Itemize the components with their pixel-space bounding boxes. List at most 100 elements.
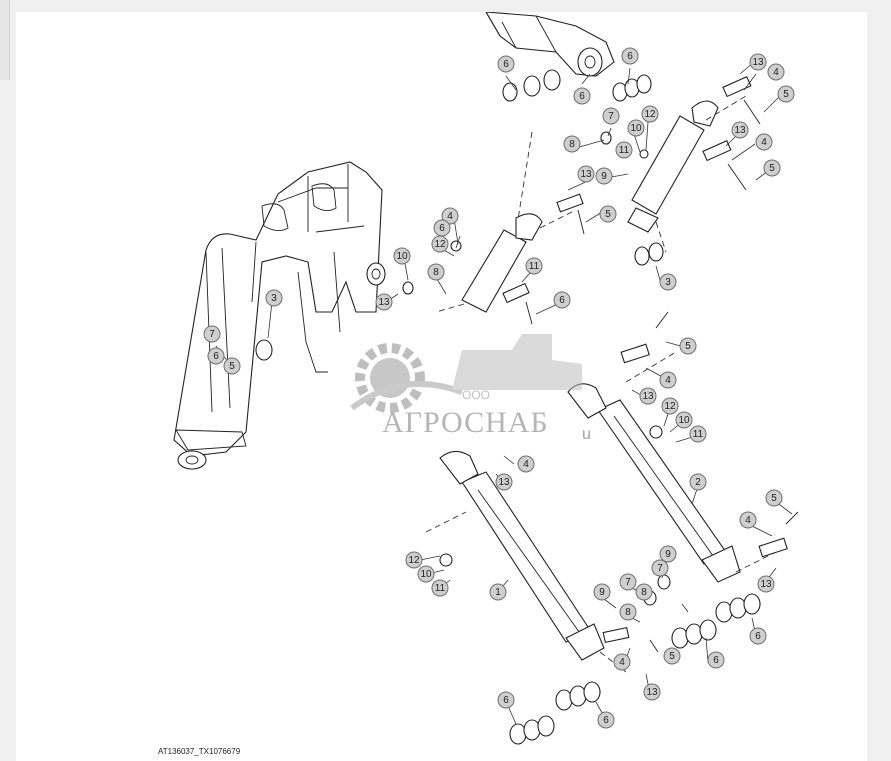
callout-circle	[635, 583, 653, 601]
callout-label: 6	[627, 51, 633, 62]
callout-label: 13	[378, 297, 390, 308]
callout-circle	[659, 273, 677, 291]
callout-13: 13	[757, 575, 775, 593]
callout-label: 8	[641, 587, 647, 598]
callout-label: 10	[396, 251, 408, 262]
callout-label: 12	[434, 239, 446, 250]
callout-circle	[489, 583, 507, 601]
callout-label: 4	[523, 459, 529, 470]
callout-circle	[767, 63, 785, 81]
callout-label: 13	[498, 477, 510, 488]
callout-label: 11	[529, 261, 540, 272]
callout-circle	[563, 135, 581, 153]
callout-13: 13	[375, 293, 393, 311]
callout-circle	[393, 247, 411, 265]
callout-label: 5	[783, 89, 789, 100]
callout-label: 13	[752, 57, 764, 68]
callout-label: 11	[619, 145, 630, 156]
callout-label: 7	[657, 563, 663, 574]
callout-circle	[663, 647, 681, 665]
callout-2: 2	[689, 473, 707, 491]
callout-11: 11	[431, 579, 449, 597]
callout-5: 5	[777, 85, 795, 103]
callout-label: 5	[771, 493, 777, 504]
callout-circle	[757, 575, 775, 593]
callout-label: 4	[761, 137, 767, 148]
callout-12: 12	[641, 105, 659, 123]
callout-4: 4	[739, 511, 757, 529]
callout-label: 5	[769, 163, 775, 174]
callout-10: 10	[417, 565, 435, 583]
callout-11: 11	[689, 425, 707, 443]
callout-6: 6	[497, 55, 515, 73]
callout-label: 5	[229, 361, 235, 372]
callout-circle	[763, 159, 781, 177]
callout-5: 5	[679, 337, 697, 355]
callout-circle	[707, 651, 725, 669]
callout-13: 13	[643, 683, 661, 701]
callout-label: 5	[669, 651, 675, 662]
callout-6: 6	[433, 219, 451, 237]
callout-4: 4	[659, 371, 677, 389]
tractor-logo-icon	[452, 334, 582, 390]
callout-circle	[573, 87, 591, 105]
callout-label: 7	[209, 329, 215, 340]
callout-circle	[431, 235, 449, 253]
callout-label: 6	[603, 715, 609, 726]
callout-13: 13	[749, 53, 767, 71]
callout-circle	[689, 473, 707, 491]
callout-label: 3	[665, 277, 671, 288]
callout-6: 6	[597, 711, 615, 729]
callout-6: 6	[707, 651, 725, 669]
callout-label: 13	[646, 687, 658, 698]
callout-circle	[597, 711, 615, 729]
callout-label: 4	[773, 67, 779, 78]
callout-label: 4	[665, 375, 671, 386]
callout-9: 9	[595, 167, 613, 185]
callout-label: 7	[608, 111, 614, 122]
callout-label: 7	[625, 577, 631, 588]
callout-label: 4	[619, 657, 625, 668]
callout-circle	[613, 653, 631, 671]
watermark-company-name: АГРОСНАБ	[382, 406, 549, 439]
callout-label: 8	[433, 267, 439, 278]
pins-and-bolts-upper	[402, 76, 761, 325]
callout-circle	[659, 545, 677, 563]
callout-circle	[661, 397, 679, 415]
callout-circle	[777, 85, 795, 103]
callout-circle	[405, 551, 423, 569]
callout-10: 10	[393, 247, 411, 265]
callout-label: 6	[755, 631, 761, 642]
cylinder-2	[567, 351, 777, 583]
callout-label: 13	[642, 391, 654, 402]
figure-id: AT136037_TX1076679	[158, 747, 241, 756]
callout-8: 8	[619, 603, 637, 621]
callout-8: 8	[563, 135, 581, 153]
callout-12: 12	[405, 551, 423, 569]
callout-circle	[619, 573, 637, 591]
callout-circle	[495, 473, 513, 491]
callout-label: 10	[420, 569, 432, 580]
callout-3: 3	[265, 289, 283, 307]
cylinder-1	[425, 450, 627, 673]
callout-label: 6	[503, 695, 509, 706]
callout-circle	[431, 579, 449, 597]
callout-label: 12	[408, 555, 420, 566]
callout-label: 6	[579, 91, 585, 102]
callout-10: 10	[675, 411, 693, 429]
watermark: ООО АГРОСНАБ u	[342, 330, 602, 450]
callout-circle	[441, 207, 459, 225]
callout-5: 5	[765, 489, 783, 507]
callout-circle	[595, 167, 613, 185]
callout-7: 7	[651, 559, 669, 577]
callout-6: 6	[573, 87, 591, 105]
callout-circle	[675, 411, 693, 429]
callout-4: 4	[613, 653, 631, 671]
callout-circle	[427, 263, 445, 281]
callout-label: 2	[695, 477, 701, 488]
callout-label: 6	[559, 295, 565, 306]
callout-circle	[639, 387, 657, 405]
cylinder-3-upper-right	[515, 95, 747, 253]
callout-label: 6	[713, 655, 719, 666]
